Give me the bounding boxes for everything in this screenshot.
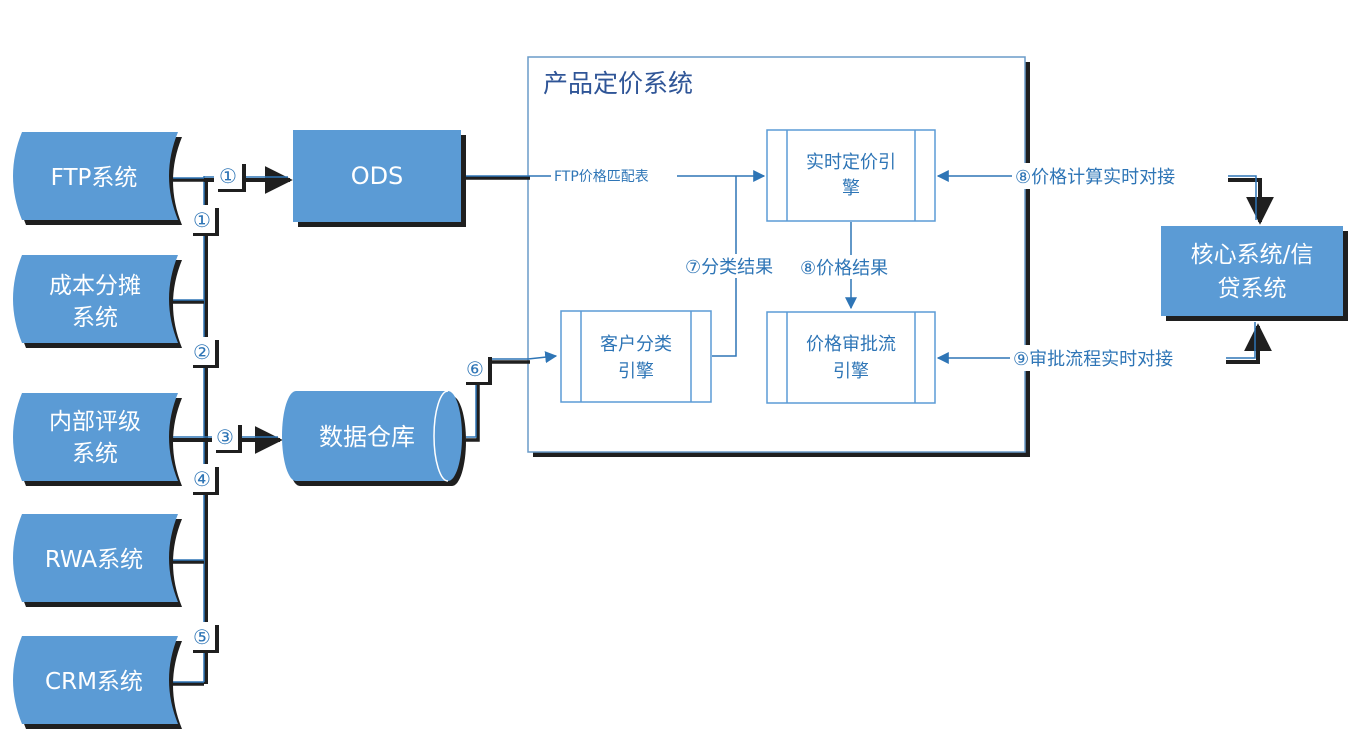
cost-system-label-line2: 系统 (72, 305, 118, 331)
customer-classify-engine: 客户分类 引擎 (560, 310, 712, 403)
svg-text:①: ① (219, 164, 237, 188)
classify-engine-label-line1: 客户分类 (600, 334, 672, 355)
core-system-label-line2: 贷系统 (1218, 276, 1287, 302)
edge-labels: FTP价格匹配表 ⑦分类结果 ⑧价格结果 ⑧价格计算实时对接 ⑨审批流程实时对接 (551, 163, 1228, 371)
approval-engine-label-line2: 引擎 (833, 361, 869, 382)
ftp-match-table-label: FTP价格匹配表 (554, 169, 649, 185)
crm-system-label: CRM系统 (45, 669, 143, 695)
pricing-system-title: 产品定价系统 (543, 69, 693, 98)
source-internal-rating: 内部评级 系统 (13, 393, 182, 486)
realtime-pricing-engine: 实时定价引 擎 (766, 129, 936, 222)
classify-engine-label-line2: 引擎 (618, 361, 654, 382)
svg-text:④: ④ (193, 467, 211, 491)
core-system-label-line1: 核心系统/信 (1191, 242, 1314, 268)
warehouse-out-shadow (466, 360, 530, 442)
classify-result-label: ⑦分类结果 (685, 257, 773, 278)
rwa-system-label: RWA系统 (45, 547, 143, 573)
ftp-system-label: FTP系统 (51, 165, 138, 191)
svg-text:②: ② (193, 340, 211, 364)
svg-text:⑥: ⑥ (466, 357, 484, 381)
approval-realtime-label: ⑨审批流程实时对接 (1013, 349, 1173, 370)
badge-5: ⑤ (189, 622, 219, 653)
source-cost-allocation: 成本分摊 系统 (13, 255, 182, 348)
cost-system-label-line1: 成本分摊 (49, 273, 141, 299)
ods-node: ODS (293, 130, 466, 227)
svg-text:①: ① (193, 208, 211, 232)
badge-1-bus: ① (189, 205, 219, 236)
badge-6: ⑥ (462, 354, 492, 385)
data-warehouse-node: 数据仓库 (282, 390, 466, 486)
source-crm: CRM系统 (13, 636, 182, 729)
badge-4: ④ (189, 464, 219, 495)
realtime-engine-label-line2: 擎 (842, 178, 860, 199)
svg-text:⑤: ⑤ (193, 625, 211, 649)
source-ftp: FTP系统 (13, 132, 182, 225)
calc-realtime-label: ⑧价格计算实时对接 (1015, 167, 1175, 188)
svg-text:③: ③ (216, 425, 234, 449)
badge-2: ② (189, 337, 219, 368)
realtime-engine-label-line1: 实时定价引 (806, 152, 896, 173)
core-credit-system-node: 核心系统/信 贷系统 (1161, 226, 1348, 321)
price-result-label: ⑧价格结果 (800, 258, 888, 279)
classify-to-realtime-line (712, 176, 737, 357)
rating-system-label-line2: 系统 (72, 441, 118, 467)
badge-1-ftp-ods: ① (214, 161, 246, 192)
source-rwa: RWA系统 (13, 514, 182, 607)
badge-3: ③ (212, 422, 242, 453)
approval-engine-label-line1: 价格审批流 (806, 334, 896, 355)
price-approval-engine: 价格审批流 引擎 (766, 311, 936, 404)
ods-label: ODS (351, 162, 404, 190)
warehouse-label: 数据仓库 (319, 423, 415, 451)
badges: ① ① ② ③ ④ ⑤ ⑥ (189, 161, 492, 653)
rating-system-label-line1: 内部评级 (49, 409, 141, 435)
